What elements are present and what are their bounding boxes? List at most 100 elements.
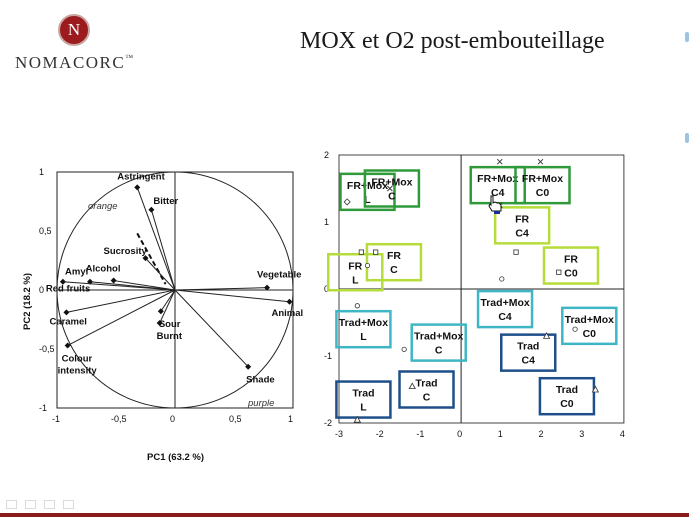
loading-marker (110, 277, 117, 284)
loading-label-line: Colour (62, 353, 93, 364)
group-label-line1: FR+Mox (522, 173, 563, 185)
purple-annotation: purple (247, 398, 274, 409)
notes-icon[interactable] (44, 500, 55, 509)
group-label-line1: FR+Mox (347, 180, 388, 192)
loading-marker (63, 309, 70, 316)
group-label-line1: Trad+Mox (480, 297, 529, 309)
group-label-line2: C0 (536, 187, 550, 199)
group-box (476, 289, 534, 329)
score-point-square (373, 249, 379, 255)
score-point-circle (572, 326, 578, 332)
loadings-y-tick: -0,5 (39, 344, 55, 354)
score-point-square (358, 249, 364, 255)
loading-vector (150, 209, 176, 291)
group-label-line2: C4 (515, 227, 529, 239)
selected-point-marker (494, 211, 500, 214)
loading-marker (264, 284, 271, 291)
group-label-line2: C0 (583, 328, 597, 340)
loading-marker (59, 278, 66, 285)
scores-y-tick: 2 (324, 150, 329, 160)
group-box (339, 172, 396, 212)
group-label-line2: L (360, 331, 367, 343)
loading-label: Vegetable (257, 270, 301, 281)
loadings-x-tick: 1 (288, 414, 293, 424)
edge-indicator-bottom (685, 133, 689, 143)
group-box (335, 309, 392, 349)
loading-vector (66, 289, 176, 313)
group-label-line1: FR (564, 254, 578, 266)
loading-marker (156, 320, 163, 327)
cursor-hand-icon (488, 195, 502, 212)
group-label-line1: FR (515, 213, 529, 225)
next-slide-icon[interactable] (25, 500, 36, 509)
loading-vector (160, 289, 176, 312)
trademark-mark: ™ (125, 53, 135, 62)
loading-label: Caramel (49, 316, 87, 327)
menu-icon[interactable] (63, 500, 74, 509)
group-box (500, 333, 557, 372)
loading-marker (245, 363, 252, 370)
group-label-line1: Trad+Mox (339, 317, 388, 329)
scores-x-tick: -3 (335, 429, 343, 439)
group-box (538, 376, 596, 416)
orange-direction-line (136, 232, 167, 285)
score-point-square (556, 269, 562, 275)
score-point-diamond (343, 198, 351, 206)
group-box (365, 242, 423, 282)
group-label-line1: Trad+Mox (414, 331, 463, 343)
footer-accent-bar (0, 513, 689, 517)
loading-marker (134, 184, 141, 191)
group-box (398, 370, 455, 409)
scores-y-tick: -1 (324, 351, 332, 361)
loading-label: Astringent (117, 171, 165, 182)
scores-x-tick: -2 (376, 429, 384, 439)
group-box (363, 169, 421, 208)
brand-name: NOMACORC™ (15, 53, 135, 72)
group-label-line1: Trad (415, 378, 437, 390)
score-point-triangle (542, 332, 551, 339)
group-label-line1: FR (387, 250, 401, 262)
score-point-circle (354, 303, 360, 309)
loading-label: Shade (246, 375, 275, 386)
score-point-triangle (408, 382, 416, 390)
group-box (542, 246, 600, 285)
nomacorc-seal-logo: N (58, 14, 90, 46)
group-label-line2: C0 (560, 398, 574, 410)
scores-x-tick: 3 (579, 429, 584, 439)
loadings-x-tick: 0,5 (229, 414, 242, 424)
loading-label: Amyl (65, 267, 88, 278)
loading-label: Animal (271, 308, 303, 319)
loading-vector (174, 289, 290, 303)
loading-marker (142, 255, 149, 262)
group-label-line2: C (423, 392, 431, 404)
prev-slide-icon[interactable] (6, 500, 17, 509)
scores-x-tick: 0 (457, 429, 462, 439)
group-label-line2: C4 (522, 355, 536, 367)
loading-vector (67, 289, 176, 346)
group-label-line2: C4 (498, 311, 512, 323)
scores-y-tick: 0 (324, 284, 329, 294)
group-box (410, 323, 467, 362)
loading-marker (148, 206, 155, 213)
loading-vector (159, 289, 176, 324)
score-point-square (513, 249, 519, 255)
loadings-y-tick: 0 (39, 285, 44, 295)
group-label-line2: C (435, 345, 443, 357)
loadings-y-tick: 1 (39, 167, 44, 177)
group-label-line2: L (352, 274, 359, 286)
group-box (561, 306, 618, 346)
group-box (327, 253, 384, 292)
loading-marker (157, 308, 164, 315)
group-label-line2: C (390, 264, 398, 276)
group-box (514, 165, 571, 205)
loadings-ylabel: PC2 (18.2 %) (22, 273, 33, 330)
loadings-y-tick: -1 (39, 403, 47, 413)
slide-nav-controls[interactable] (6, 500, 74, 509)
loading-vector (174, 287, 268, 291)
group-label-line2: C (388, 191, 396, 203)
loading-label: Red fruits (46, 284, 90, 295)
group-label-line1: Trad (352, 388, 374, 400)
